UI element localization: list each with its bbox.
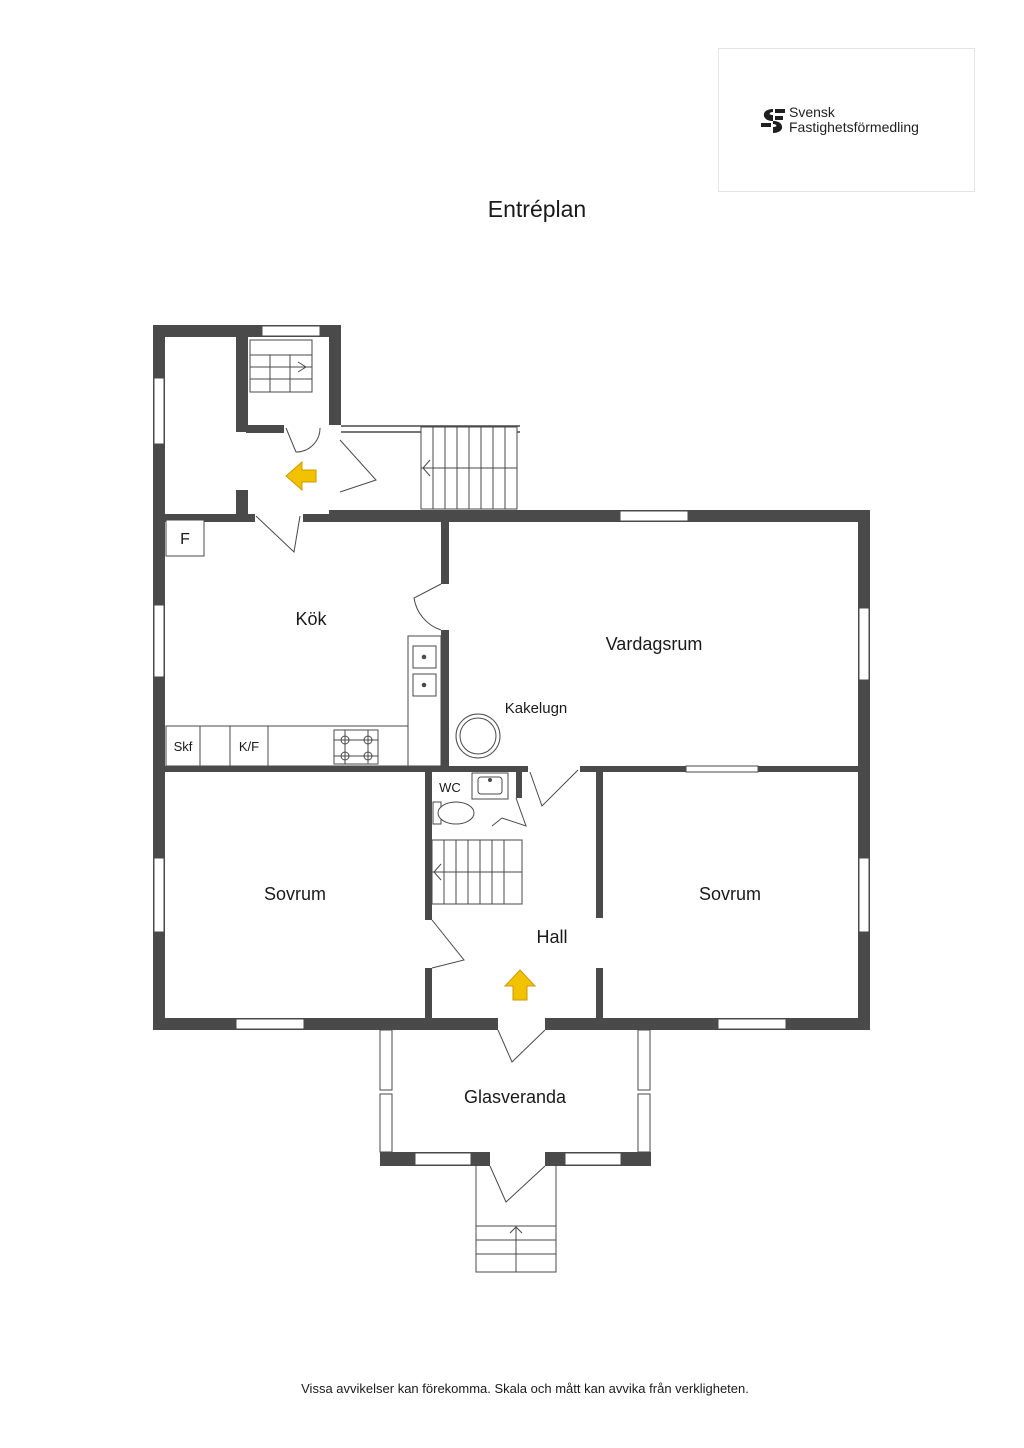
label-cabinet: Skf bbox=[174, 739, 193, 754]
label-vardagsrum: Vardagsrum bbox=[606, 634, 703, 654]
label-kok: Kök bbox=[295, 609, 327, 629]
logo-box: Svensk Fastighetsförmedling bbox=[718, 48, 975, 192]
label-wc: WC bbox=[439, 780, 461, 795]
floor-title: Entréplan bbox=[487, 196, 587, 222]
label-freezer: F bbox=[180, 531, 190, 548]
doors bbox=[255, 427, 579, 1203]
brand-logo-icon bbox=[761, 109, 785, 133]
brand-line2: Fastighetsförmedling bbox=[789, 119, 919, 135]
label-kakelugn: Kakelugn bbox=[505, 700, 568, 717]
tiled-stove-icon bbox=[455, 713, 501, 759]
label-sovrum-left: Sovrum bbox=[264, 884, 326, 904]
label-fridge: K/F bbox=[239, 739, 259, 754]
brand-line1: Svensk bbox=[789, 104, 835, 120]
entrance-arrows bbox=[285, 460, 537, 1001]
arrow-left-icon bbox=[285, 460, 317, 492]
label-hall: Hall bbox=[536, 927, 567, 947]
arrow-up-icon bbox=[503, 969, 537, 1001]
brand-name: Svensk Fastighetsförmedling bbox=[789, 105, 919, 135]
label-glasveranda: Glasveranda bbox=[464, 1087, 567, 1107]
wc-fixtures bbox=[432, 772, 509, 825]
kitchen-fixtures bbox=[165, 519, 442, 767]
disclaimer: Vissa avvikelser kan förekomma. Skala oc… bbox=[301, 1381, 749, 1396]
freezer-box bbox=[165, 519, 205, 557]
label-sovrum-right: Sovrum bbox=[699, 884, 761, 904]
stairs bbox=[249, 339, 557, 1273]
windows bbox=[153, 325, 870, 1166]
